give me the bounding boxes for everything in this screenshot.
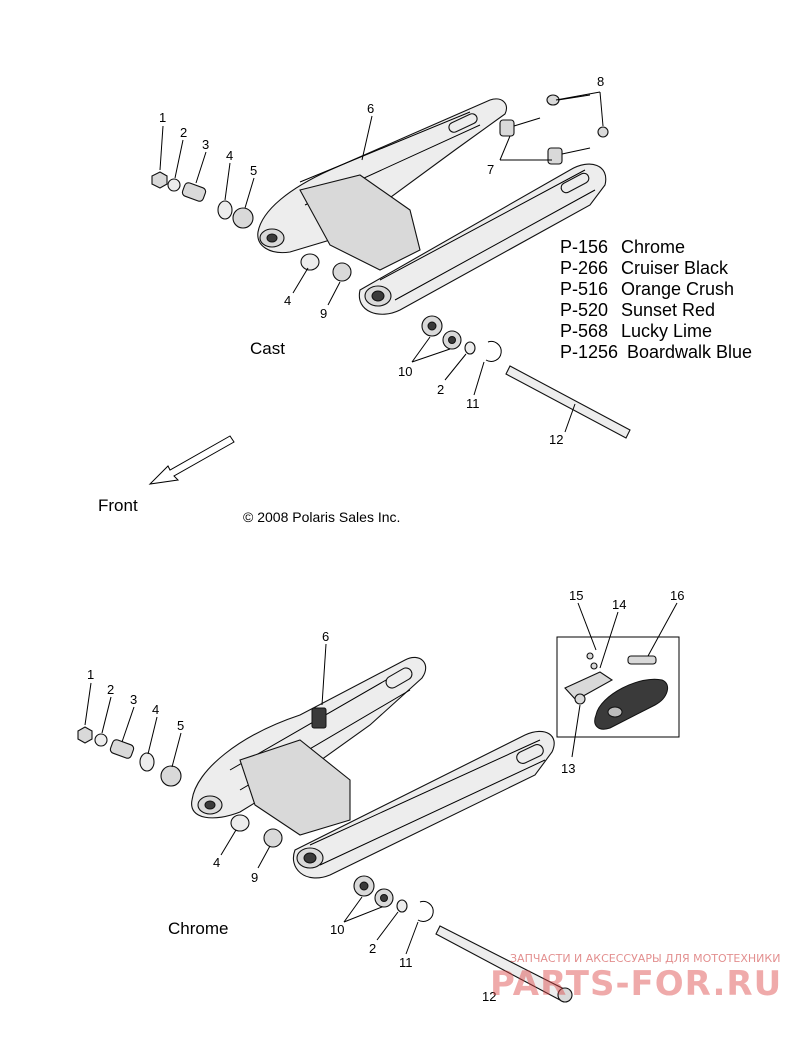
callout-16: 16 (670, 588, 684, 603)
legend-code: P-1256 (560, 342, 618, 362)
seal-ring-icon (230, 814, 250, 832)
callout-1: 1 (159, 110, 166, 125)
callout-2-lower: 2 (437, 382, 444, 397)
adjuster-cover-icon (594, 678, 669, 730)
bushing-icon (332, 262, 352, 282)
callout-14: 14 (612, 597, 626, 612)
watermark: ЗАПЧАСТИ И АКСЕССУАРЫ ДЛЯ МОТОТЕХНИКИ PA… (490, 952, 782, 1004)
cast-swingarm-assembly: 1 2 3 4 5 6 7 8 4 9 10 2 11 12 Cast (151, 74, 631, 447)
callout-4-lower: 4 (284, 293, 291, 308)
legend-code: P-156 (560, 237, 608, 257)
bushing-icon (160, 765, 182, 787)
legend-color: Chrome (621, 237, 685, 257)
top-leader-lines (159, 91, 604, 433)
seal-ring-icon (217, 200, 233, 220)
callout-15: 15 (569, 588, 583, 603)
seal-ring-icon (300, 253, 320, 271)
callout-6: 6 (322, 629, 329, 644)
callout-1: 1 (87, 667, 94, 682)
callout-12: 12 (482, 989, 496, 1004)
callout-6: 6 (367, 101, 374, 116)
callout-5: 5 (177, 718, 184, 733)
washer-icon (167, 178, 181, 192)
chrome-swingarm-crossmember (239, 739, 351, 836)
legend-code: P-516 (560, 279, 608, 299)
chrome-swingarm-lower-arm (292, 730, 555, 879)
spacer-icon (109, 739, 135, 759)
variant-label-chrome: Chrome (168, 919, 228, 938)
callout-13: 13 (561, 761, 575, 776)
callout-4: 4 (152, 702, 159, 717)
legend-color: Cruiser Black (621, 258, 729, 278)
axle-icon (505, 365, 631, 439)
callout-11: 11 (399, 955, 413, 970)
adjuster-bolt-icon (627, 655, 657, 665)
callout-10: 10 (330, 922, 344, 937)
color-code-legend: P-156 Chrome P-266 Cruiser Black P-516 O… (560, 237, 752, 362)
bolt-icon (499, 119, 515, 137)
nut-icon (597, 126, 609, 138)
washer-icon (94, 733, 108, 747)
legend-color: Sunset Red (621, 300, 715, 320)
spacer-icon (181, 182, 207, 202)
chain-adjuster-icon (564, 671, 614, 701)
legend-color: Lucky Lime (621, 321, 712, 341)
callout-9: 9 (320, 306, 327, 321)
watermark-brand: PARTS-FOR.RU (490, 964, 782, 1004)
bolt-icon (547, 147, 563, 165)
nut-icon (77, 726, 93, 744)
callout-5: 5 (250, 163, 257, 178)
front-direction-arrow: Front (98, 435, 235, 515)
bottom-leader-lines (84, 602, 678, 955)
callout-2: 2 (107, 682, 114, 697)
callout-4-lower: 4 (213, 855, 220, 870)
legend-code: P-266 (560, 258, 608, 278)
washer-icon (396, 899, 408, 913)
nut-icon (151, 171, 168, 189)
front-label: Front (98, 496, 138, 515)
legend-color: Boardwalk Blue (627, 342, 752, 362)
legend-color: Orange Crush (621, 279, 734, 299)
callout-9: 9 (251, 870, 258, 885)
callout-12: 12 (549, 432, 563, 447)
callout-3: 3 (202, 137, 209, 152)
copyright-text: © 2008 Polaris Sales Inc. (243, 509, 400, 525)
callout-10: 10 (398, 364, 412, 379)
legend-code: P-520 (560, 300, 608, 320)
callout-3: 3 (130, 692, 137, 707)
callout-8: 8 (597, 74, 604, 89)
bushing-icon (232, 207, 254, 229)
callout-2: 2 (180, 125, 187, 140)
callout-4: 4 (226, 148, 233, 163)
cast-swingarm-crossmember (299, 174, 421, 271)
chrome-swingarm-assembly: 1 2 3 4 5 6 15 14 16 13 4 9 10 2 11 12 C… (77, 588, 684, 1004)
bushing-icon (263, 828, 283, 848)
cast-swingarm-lower-arm (358, 163, 607, 315)
snap-ring-icon (485, 340, 502, 362)
variant-label-cast: Cast (250, 339, 285, 358)
callout-2-lower: 2 (369, 941, 376, 956)
legend-code: P-568 (560, 321, 608, 341)
snap-ring-icon (417, 900, 434, 922)
adjuster-detail-inset (556, 636, 680, 738)
seal-ring-icon (139, 752, 155, 772)
adjuster-nut-icon (574, 693, 586, 705)
watermark-tagline: ЗАПЧАСТИ И АКСЕССУАРЫ ДЛЯ МОТОТЕХНИКИ (510, 952, 780, 965)
callout-7: 7 (487, 162, 494, 177)
washer-icon (464, 341, 476, 355)
callout-11: 11 (466, 396, 480, 411)
